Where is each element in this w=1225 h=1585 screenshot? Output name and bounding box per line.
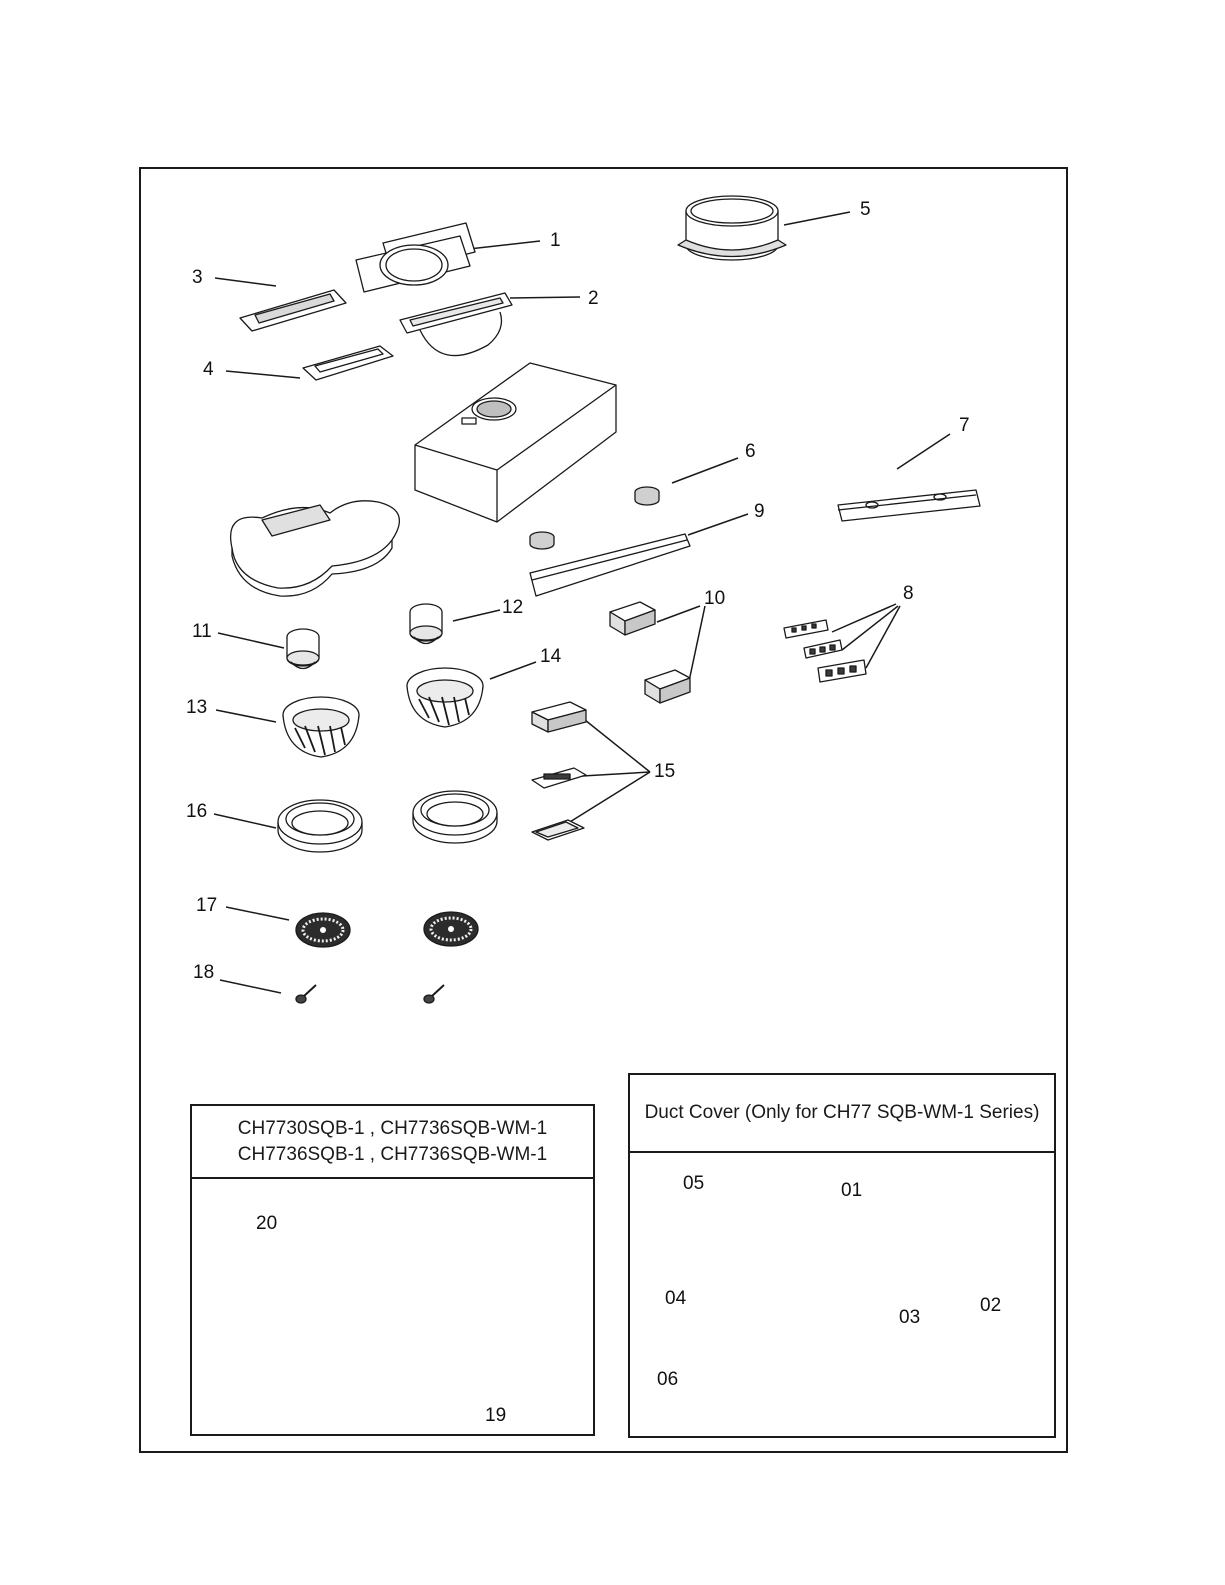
- callout-18: 18: [193, 963, 214, 983]
- callout-3: 3: [192, 268, 203, 288]
- part-6-knobs: [530, 487, 659, 549]
- duct-cover-header: Duct Cover (Only for CH77 SQB-WM-1 Serie…: [630, 1075, 1054, 1153]
- callout-13: 13: [186, 698, 207, 718]
- callout-7: 7: [959, 416, 970, 436]
- part-1-mounting-plate: [356, 223, 475, 292]
- part-8-switches: [784, 620, 866, 682]
- callout-01: 01: [841, 1181, 862, 1201]
- callout-03: 03: [899, 1308, 920, 1328]
- callout-2: 2: [588, 289, 599, 309]
- callout-9: 9: [754, 502, 765, 522]
- leader-lines: [214, 212, 950, 993]
- part-13-14-blower-wheels: [283, 668, 483, 757]
- callout-06: 06: [657, 1370, 678, 1390]
- callout-17: 17: [196, 896, 217, 916]
- part-3-rect-flange: [240, 290, 346, 331]
- part-16-rings: [278, 791, 497, 852]
- callout-5: 5: [860, 200, 871, 220]
- callout-4: 4: [203, 360, 214, 380]
- filter-kit-title-line2: CH7736SQB-1 , CH7736SQB-WM-1: [238, 1142, 547, 1168]
- part-10-control-boxes: [610, 602, 690, 703]
- callout-19: 19: [485, 1406, 506, 1426]
- callout-15: 15: [654, 762, 675, 782]
- part-18-screws: [296, 985, 444, 1003]
- part-15-light-assembly: [532, 702, 586, 840]
- callout-1: 1: [550, 231, 561, 251]
- callout-04: 04: [665, 1289, 686, 1309]
- part-7-mounting-bracket: [838, 490, 980, 521]
- filter-kit-box: CH7730SQB-1 , CH7736SQB-WM-1 CH7736SQB-1…: [190, 1104, 595, 1436]
- blower-housing-plate: [231, 501, 400, 596]
- callout-05: 05: [683, 1174, 704, 1194]
- filter-kit-title-line1: CH7730SQB-1 , CH7736SQB-WM-1: [238, 1116, 547, 1142]
- callout-8: 8: [903, 584, 914, 604]
- part-4-cover-plate: [303, 346, 393, 380]
- duct-cover-box: Duct Cover (Only for CH77 SQB-WM-1 Serie…: [628, 1073, 1056, 1438]
- callout-16: 16: [186, 802, 207, 822]
- callout-02: 02: [980, 1296, 1001, 1316]
- callout-11: 11: [192, 622, 212, 642]
- callout-14: 14: [540, 647, 561, 667]
- callout-12: 12: [502, 598, 523, 618]
- part-2-adapter-plate: [400, 293, 512, 356]
- filter-kit-header: CH7730SQB-1 , CH7736SQB-WM-1 CH7736SQB-1…: [192, 1106, 593, 1179]
- part-11-12-motors: [287, 604, 442, 669]
- callout-6: 6: [745, 442, 756, 462]
- part-5-round-collar: [678, 196, 786, 260]
- callout-20: 20: [256, 1214, 277, 1234]
- duct-cover-title: Duct Cover (Only for CH77 SQB-WM-1 Serie…: [645, 1100, 1040, 1126]
- callout-10: 10: [704, 589, 725, 609]
- range-hood-body: [415, 363, 616, 522]
- part-17-grilles: [296, 912, 478, 947]
